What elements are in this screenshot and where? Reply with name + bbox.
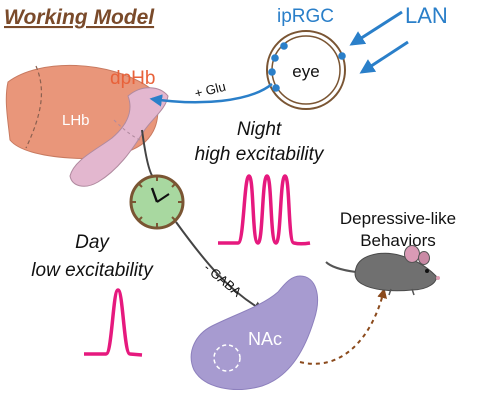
night-sublabel: high excitability [195, 144, 325, 165]
mouse-nose [436, 276, 440, 280]
day-label: Day [75, 232, 110, 253]
clock-hour-hand [150, 187, 159, 203]
nac-core-circle [213, 344, 241, 372]
clock-icon [129, 174, 185, 230]
mouse-body [354, 252, 437, 292]
behavior-arrow [299, 288, 387, 365]
iprgc-cell-icon [338, 52, 346, 60]
mouse-ear [418, 251, 430, 265]
lan-arrow [359, 40, 409, 74]
dphb-label: dpHb [110, 68, 155, 89]
nac-label: NAc [248, 329, 282, 349]
glu-projection-arrow [149, 83, 273, 107]
glu-label: + Glu [193, 79, 227, 101]
iprgc-cell-icon [280, 42, 288, 50]
gaba-projection-arrow [175, 221, 264, 312]
night-spike-train [218, 174, 311, 246]
gaba-label: - GABA [201, 260, 245, 300]
mouse-eye [425, 269, 429, 273]
behavior-label: Depressive-like [340, 209, 456, 228]
day-spike-train [84, 288, 143, 357]
title: Working Model [4, 6, 155, 29]
eye: eye [266, 30, 346, 110]
lhb-boundary-line [25, 65, 43, 149]
iprgc-cell-icon [268, 68, 276, 76]
eye-outer-ring [266, 30, 346, 110]
iprgc-cell-icon [272, 84, 280, 92]
mouse-icon [325, 245, 440, 296]
day-sublabel: low excitability [31, 260, 154, 281]
night-label: Night [237, 119, 282, 140]
dphb-region: dpHb [69, 68, 169, 187]
dphb-boundary-line [113, 119, 141, 141]
lan-label: LAN [405, 3, 448, 28]
lhb-label: LHb [62, 112, 90, 129]
dphb-shape [69, 87, 169, 187]
eye-label: eye [292, 62, 319, 81]
lan-arrow [349, 10, 403, 46]
iprgc-label: ipRGC [277, 6, 334, 27]
nac-shape [190, 275, 318, 390]
clock-minute-hand [156, 193, 170, 203]
mouse-tail [325, 261, 357, 273]
behavior-sublabel: Behaviors [360, 231, 436, 250]
nac-region: NAc [190, 275, 318, 390]
iprgc-cell-icon [271, 54, 279, 62]
mouse-ear [404, 245, 420, 263]
